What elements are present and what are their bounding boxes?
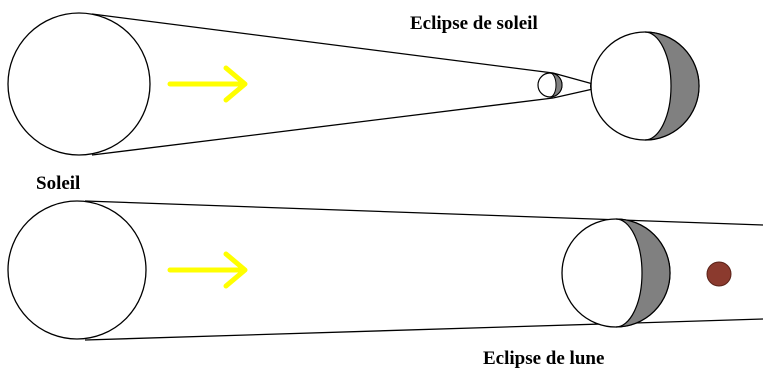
top-cone-lower-line [92, 98, 553, 155]
right-arrow-icon [170, 68, 245, 100]
sun-top [8, 13, 150, 155]
earth-bottom [562, 219, 670, 327]
moon-small [538, 73, 562, 97]
lunar-eclipse-label: Eclipse de lune [483, 348, 604, 369]
solar-eclipse-label: Eclipse de soleil [410, 13, 538, 34]
right-arrow-icon [170, 254, 245, 286]
lunar-eclipse-panel: Eclipse de lune [8, 201, 763, 369]
moon-red [707, 262, 731, 286]
bottom-band-upper-line [85, 201, 763, 225]
earth-top [591, 32, 699, 140]
solar-eclipse-panel: Eclipse de soleil [8, 13, 699, 155]
sun-label: Soleil [36, 173, 80, 194]
sun-bottom [8, 201, 146, 339]
bottom-band-lower-line [85, 319, 763, 340]
